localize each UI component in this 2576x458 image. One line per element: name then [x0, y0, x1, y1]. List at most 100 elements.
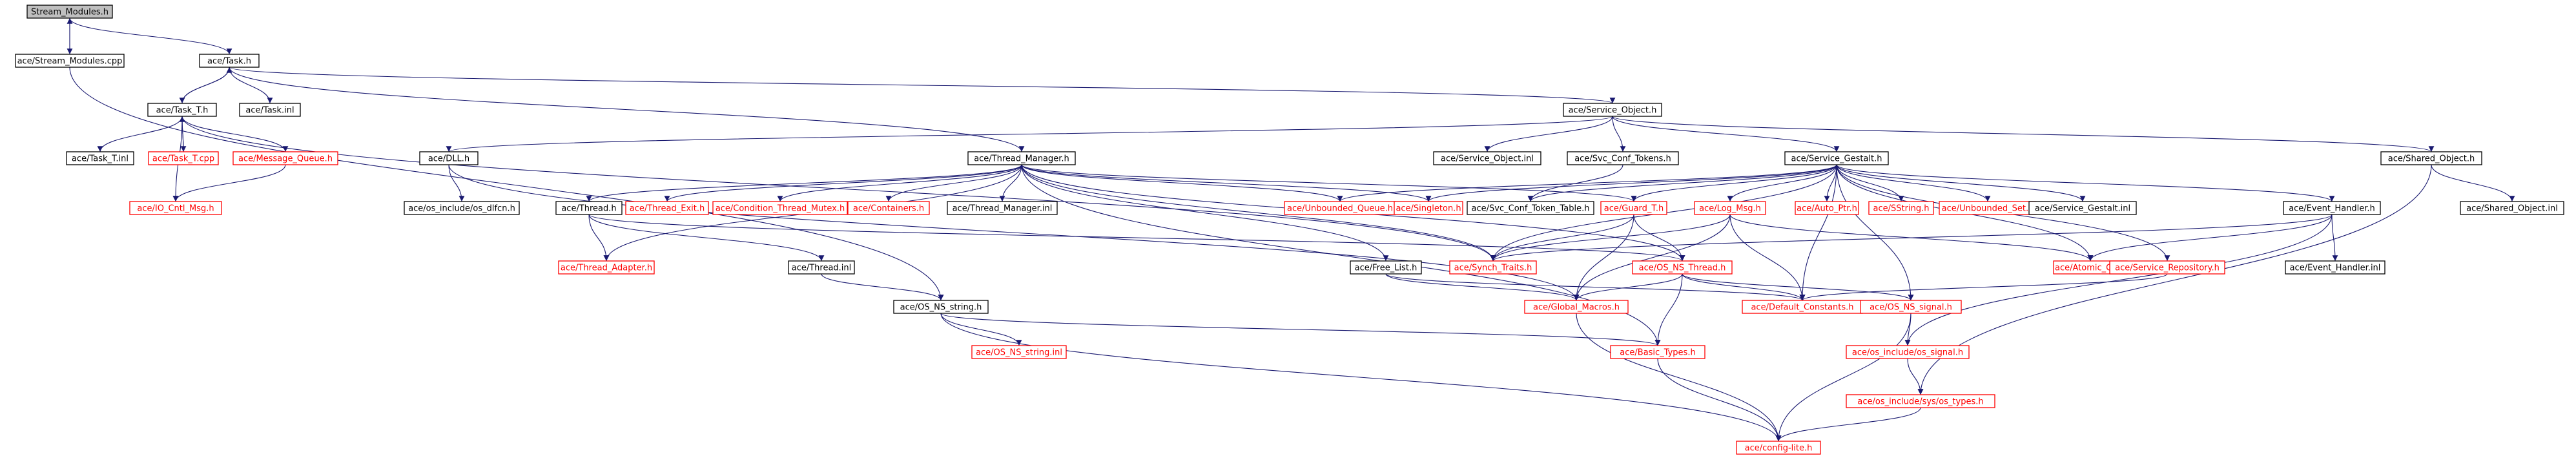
edge-path [940, 313, 1022, 346]
file-node-task-inl[interactable]: ace/Task.inl [239, 103, 301, 117]
include-edge [1021, 164, 1637, 202]
node-box [1567, 151, 1679, 165]
node-box [2285, 260, 2385, 275]
file-node-thread-exit-h[interactable]: ace/Thread_Exit.h [625, 201, 709, 215]
file-node-containers-h[interactable]: ace/Containers.h [847, 201, 930, 215]
file-node-os-include-sys-types-h[interactable]: ace/os_include/sys/os_types.h [1846, 394, 1995, 408]
file-node-os-ns-signal-h[interactable]: ace/OS_NS_signal.h [1860, 300, 1962, 314]
file-node-stream-modules-h[interactable]: Stream_Modules.h [26, 5, 113, 19]
file-node-synch-traits-h[interactable]: ace/Synch_Traits.h [1449, 260, 1537, 275]
edge-path [940, 313, 1661, 346]
file-node-thread-adapter-h[interactable]: ace/Thread_Adapter.h [558, 260, 655, 275]
include-edge [1799, 273, 2168, 301]
file-node-guard-t-h[interactable]: ace/Guard_T.h [1600, 201, 1667, 215]
include-edge [181, 116, 289, 152]
include-edge [1633, 214, 1685, 262]
file-node-service-repository-h[interactable]: ace/Service_Repository.h [2109, 260, 2225, 275]
file-node-shared-object-inl[interactable]: ace/Shared_Object.inl [2460, 201, 2564, 215]
file-node-condition-thread-mutex-h[interactable]: ace/Condition_Thread_Mutex.h [712, 201, 848, 215]
edge-path [1385, 273, 1580, 301]
file-node-stream-modules-cpp[interactable]: ace/Stream_Modules.cpp [15, 54, 125, 68]
include-edge [588, 214, 1685, 262]
include-edge [1799, 164, 1837, 301]
file-node-unbounded-queue-h[interactable]: ace/Unbounded_Queue.h [1284, 201, 1396, 215]
include-edge [2431, 164, 2515, 202]
file-node-event-handler-h[interactable]: ace/Event_Handler.h [2283, 201, 2381, 215]
node-label: ace/OS_NS_string.h [900, 303, 982, 313]
edge-path [229, 67, 1025, 152]
include-edge [1021, 164, 1343, 202]
file-node-unbounded-set-h[interactable]: ace/Unbounded_Set.h [1939, 201, 2037, 215]
file-node-atomic-op-h[interactable]: ace/Atomic_Op.h [2053, 260, 2128, 275]
node-label: ace/Event_Handler.inl [2290, 264, 2381, 273]
include-edge [777, 164, 1022, 202]
file-node-os-include-dlfcn-h[interactable]: ace/os_include/os_dlfcn.h [404, 201, 520, 215]
node-label: ace/Shared_Object.inl [2466, 204, 2558, 214]
node-label: ace/DLL.h [428, 154, 469, 164]
file-node-thread-inl[interactable]: ace/Thread.inl [788, 260, 855, 275]
include-edge [1490, 214, 1634, 262]
file-node-task-h[interactable]: ace/Task.h [199, 54, 260, 68]
edge-path [2331, 214, 2338, 262]
node-label: ace/Free_List.h [1355, 264, 1417, 273]
node-label: ace/Shared_Object.h [2388, 154, 2475, 164]
file-node-singleton-h[interactable]: ace/Singleton.h [1394, 201, 1463, 215]
edge-path [1775, 407, 1921, 442]
edge-path [1775, 313, 1911, 442]
include-edge [1576, 313, 1782, 442]
edge-path [1527, 164, 1623, 202]
node-box [148, 151, 219, 165]
edge-path [1021, 164, 1496, 262]
file-node-global-macros-h[interactable]: ace/Global_Macros.h [1524, 300, 1629, 314]
node-label: ace/Service_Object.inl [1441, 154, 1534, 164]
file-node-default-constants-h[interactable]: ace/Default_Constants.h [1742, 300, 1863, 314]
file-node-io-cntl-msg-h[interactable]: ace/IO_Cntl_Msg.h [129, 201, 222, 215]
file-node-basic-types-h[interactable]: ace/Basic_Types.h [1610, 345, 1705, 359]
include-edge [1654, 273, 1683, 346]
file-node-dll-h[interactable]: ace/DLL.h [419, 151, 479, 165]
file-node-thread-manager-h[interactable]: ace/Thread_Manager.h [967, 151, 1076, 165]
file-node-auto-ptr-h[interactable]: ace/Auto_Ptr.h [1795, 201, 1859, 215]
file-node-os-ns-string-h[interactable]: ace/OS_NS_string.h [893, 300, 989, 314]
file-node-sstring-h[interactable]: ace/SString.h [1868, 201, 1934, 215]
file-node-svc-conf-token-table-h[interactable]: ace/Svc_Conf_Token_Table.h [1467, 201, 1594, 215]
file-node-task-t-inl[interactable]: ace/Task_T.inl [66, 151, 134, 165]
include-edge [940, 313, 1661, 346]
node-label: ace/Service_Object.h [1569, 106, 1657, 116]
node-label: ace/Thread_Manager.h [974, 154, 1069, 164]
file-node-task-t-h[interactable]: ace/Task_T.h [147, 103, 217, 117]
file-node-service-gestalt-inl[interactable]: ace/Service_Gestalt.inl [2028, 201, 2137, 215]
include-edge [1385, 273, 1806, 301]
file-node-shared-object-h[interactable]: ace/Shared_Object.h [2380, 151, 2482, 165]
file-node-task-t-cpp[interactable]: ace/Task_T.cpp [148, 151, 219, 165]
include-edge [181, 67, 232, 104]
file-node-os-ns-thread-h[interactable]: ace/OS_NS_Thread.h [1632, 260, 1733, 275]
edge-path [1021, 164, 1432, 202]
edge-path [1490, 214, 1731, 262]
file-node-service-object-inl[interactable]: ace/Service_Object.inl [1433, 151, 1541, 165]
file-node-message-queue-h[interactable]: ace/Message_Queue.h [232, 151, 338, 165]
file-node-log-msg-h[interactable]: ace/Log_Msg.h [1694, 201, 1766, 215]
node-box [1846, 394, 1995, 408]
node-label: ace/Containers.h [853, 204, 924, 214]
file-node-event-handler-inl[interactable]: ace/Event_Handler.inl [2285, 260, 2385, 275]
file-node-os-include-signal-h[interactable]: ace/os_include/os_signal.h [1846, 345, 1970, 359]
include-edge [1490, 214, 2333, 262]
node-box [199, 54, 260, 68]
file-node-svc-conf-tokens-h[interactable]: ace/Svc_Conf_Tokens.h [1567, 151, 1679, 165]
node-label: ace/Task.h [207, 57, 251, 67]
include-edge [1385, 273, 1580, 301]
node-label: ace/Task.inl [245, 106, 294, 116]
node-label: ace/Thread_Adapter.h [561, 264, 652, 273]
file-node-thread-manager-inl[interactable]: ace/Thread_Manager.inl [947, 201, 1058, 215]
file-node-service-gestalt-h[interactable]: ace/Service_Gestalt.h [1784, 151, 1889, 165]
file-node-service-object-h[interactable]: ace/Service_Object.h [1563, 103, 1662, 117]
file-node-free-list-h[interactable]: ace/Free_List.h [1350, 260, 1422, 275]
edge-path [664, 164, 1022, 202]
file-node-os-ns-string-inl[interactable]: ace/OS_NS_string.inl [971, 345, 1067, 359]
file-node-thread-h[interactable]: ace/Thread.h [555, 201, 623, 215]
node-box [26, 5, 113, 19]
file-node-config-lite-h[interactable]: ace/config-lite.h [1736, 441, 1821, 455]
include-edge [1775, 407, 1921, 442]
